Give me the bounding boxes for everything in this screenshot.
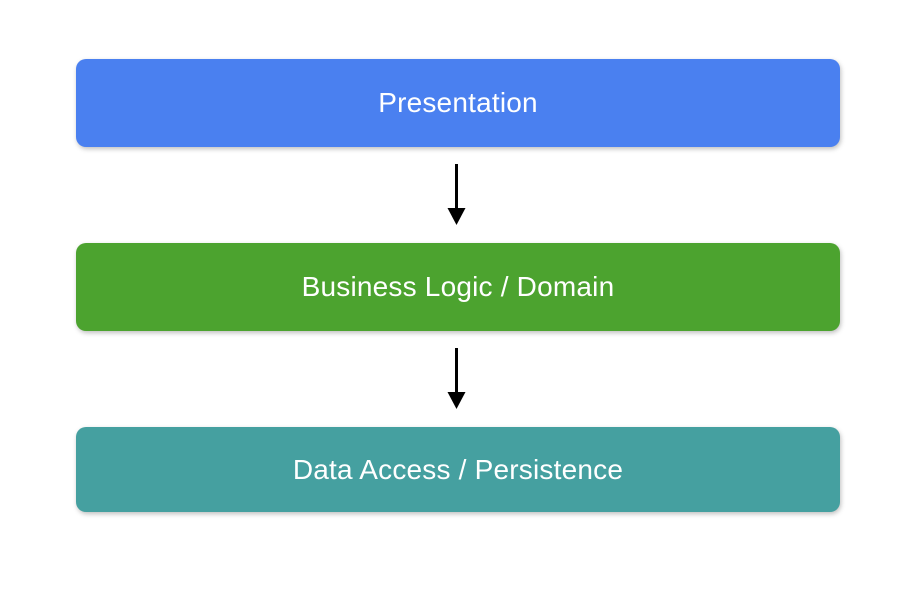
- down-arrow-business-logic-to-data-access: [446, 348, 467, 409]
- layer-box-data-access: Data Access / Persistence: [76, 427, 840, 512]
- down-arrow-icon: [447, 348, 466, 409]
- layer-label-data-access: Data Access / Persistence: [292, 453, 624, 485]
- layer-label-business-logic: Business Logic / Domain: [301, 271, 615, 302]
- down-arrow-presentation-to-business-logic: [446, 164, 467, 225]
- layer-box-business-logic: Business Logic / Domain: [76, 243, 840, 331]
- down-arrow-icon: [447, 164, 466, 225]
- layer-box-presentation: Presentation: [76, 59, 840, 147]
- layer-label-presentation: Presentation: [378, 87, 538, 118]
